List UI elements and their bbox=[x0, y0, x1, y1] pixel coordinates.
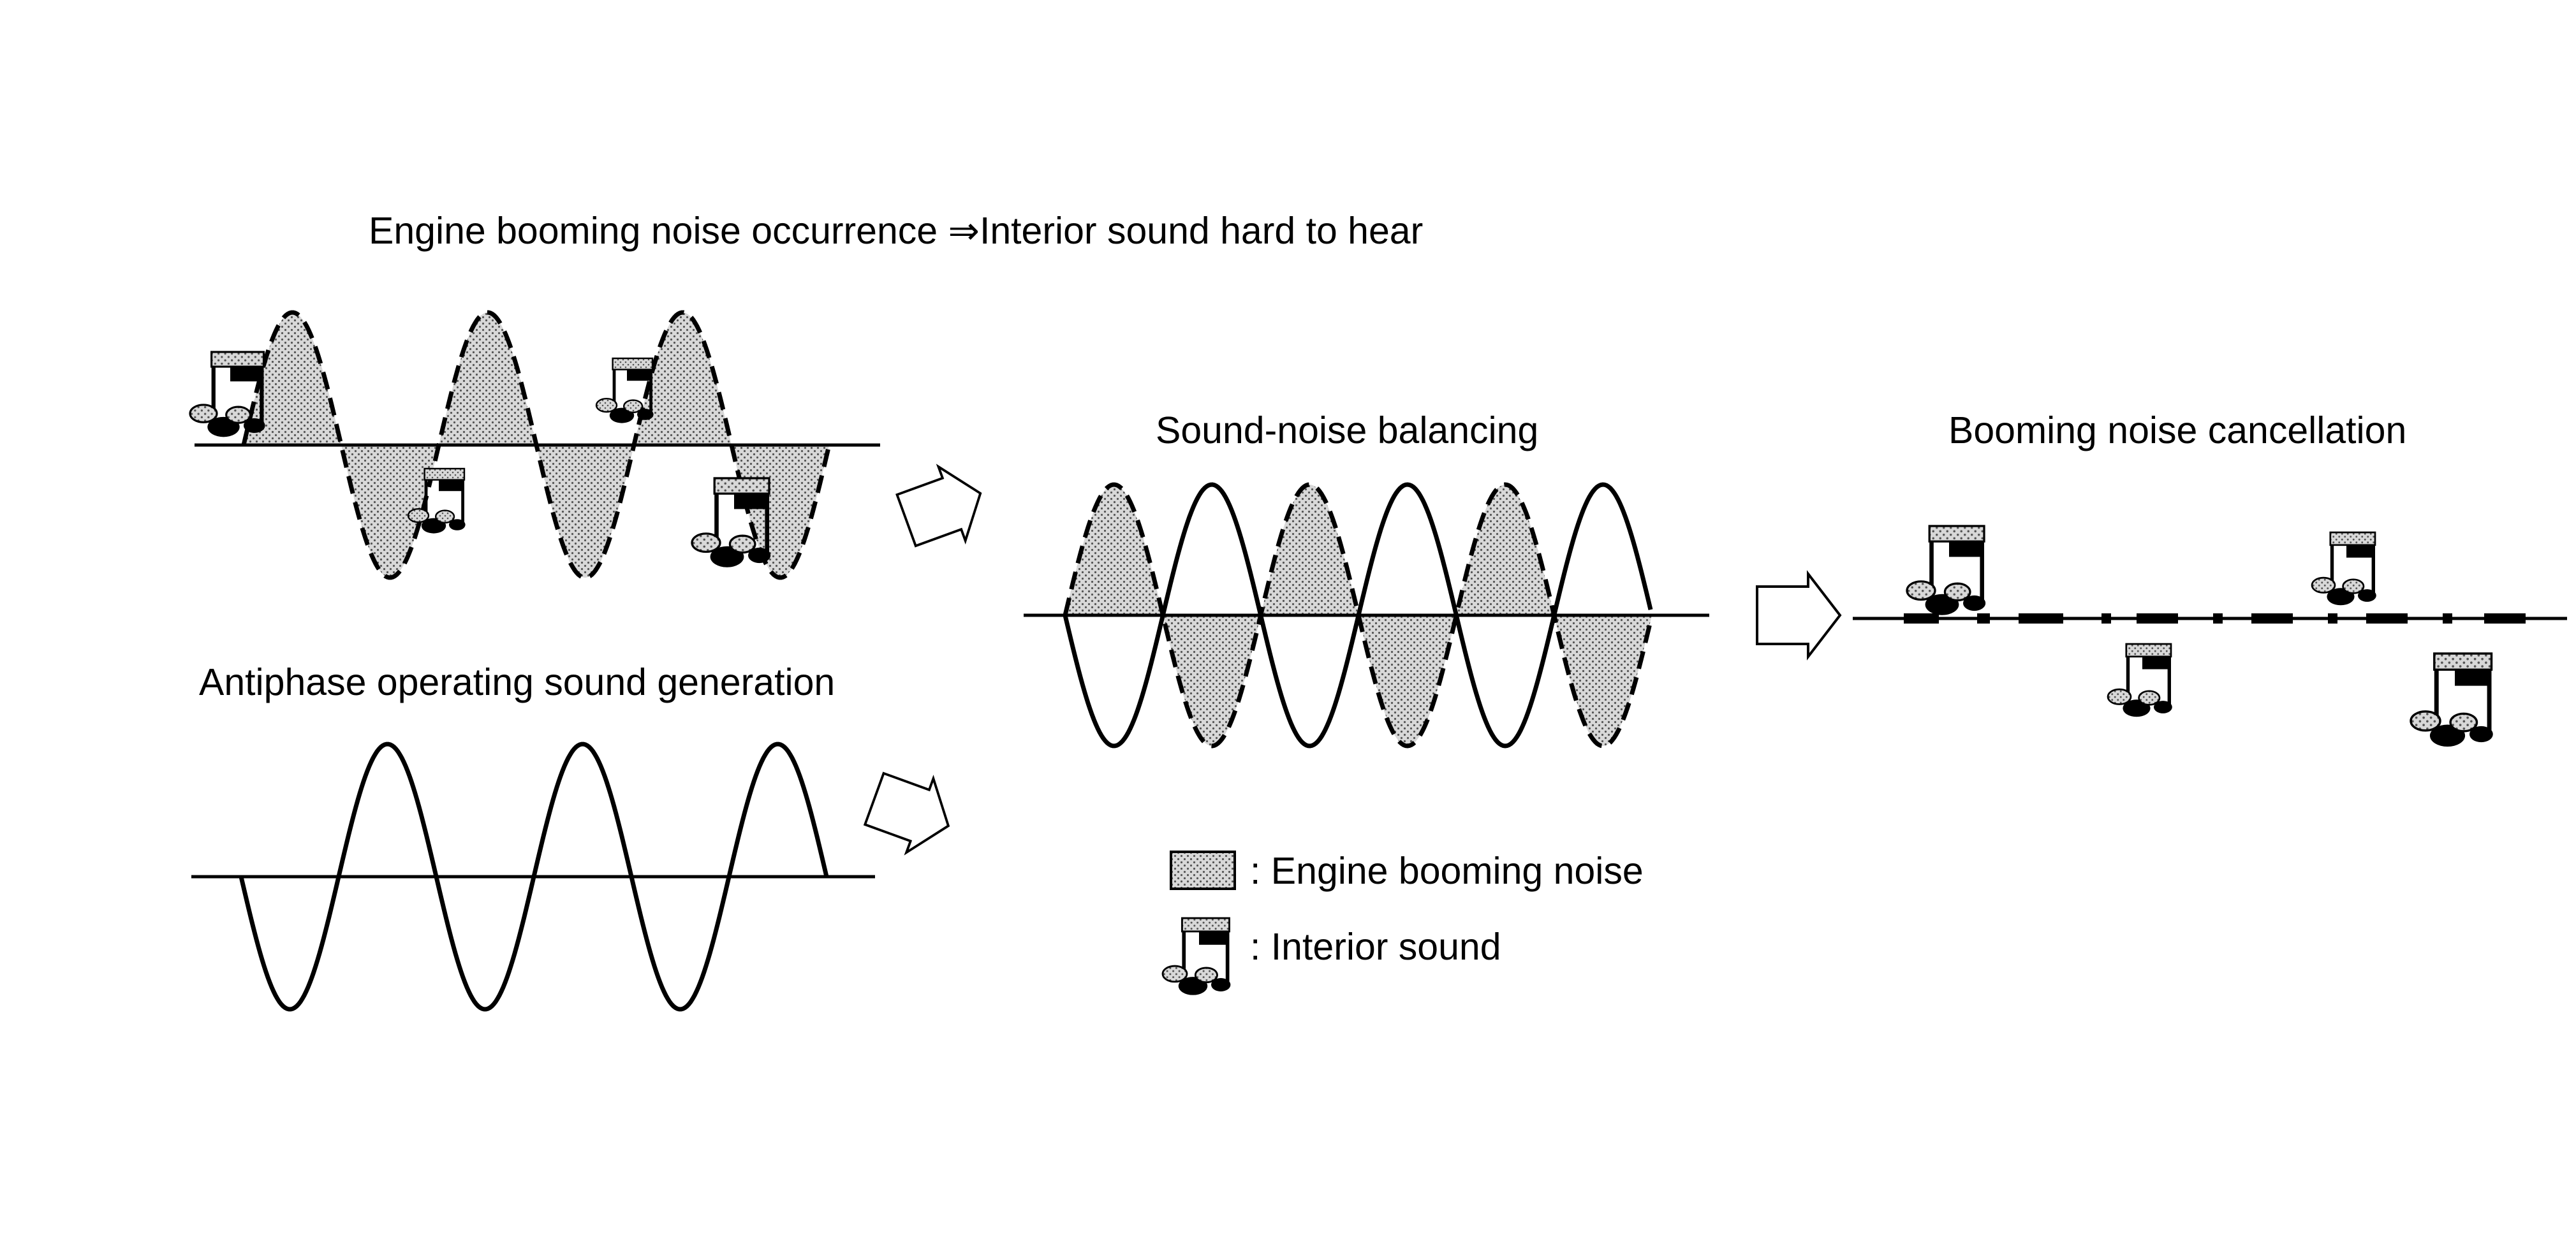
legend-sound-label: : Interior sound bbox=[1250, 926, 1501, 968]
residual-noise-dash bbox=[1904, 613, 1939, 624]
balancing-panel bbox=[1024, 482, 1709, 749]
antiphase-panel bbox=[191, 742, 875, 1012]
residual-noise-dash bbox=[2251, 613, 2293, 624]
residual-noise-dash bbox=[2213, 613, 2223, 624]
cancellation-label: Booming noise cancellation bbox=[1948, 409, 2406, 451]
residual-noise-dash bbox=[1977, 613, 1990, 624]
residual-noise-dash bbox=[2019, 613, 2063, 624]
residual-noise-dash bbox=[2101, 613, 2111, 624]
dotted-swatch-icon bbox=[1170, 851, 1236, 890]
antiphase-wave bbox=[239, 742, 829, 1012]
residual-noise-dash bbox=[2137, 613, 2178, 624]
music-note-icon bbox=[2311, 531, 2378, 606]
residual-noise-dash bbox=[2443, 613, 2452, 624]
right-arrow-icon bbox=[1756, 573, 1841, 658]
diagram-title: Engine booming noise occurrence ⇒Interio… bbox=[369, 210, 1423, 252]
right-arrow-icon bbox=[859, 761, 963, 865]
booming-noise-panel bbox=[189, 310, 880, 580]
residual-noise-dashes bbox=[1904, 613, 2526, 624]
music-note-icon bbox=[2107, 643, 2174, 718]
music-note-icon bbox=[189, 351, 267, 438]
music-note-icon bbox=[1161, 917, 1232, 997]
music-note-icon bbox=[1906, 525, 1987, 617]
residual-noise-dash bbox=[2484, 613, 2526, 624]
right-arrow-icon bbox=[892, 455, 996, 559]
legend-noise-label: : Engine booming noise bbox=[1250, 850, 1644, 892]
cancellation-panel bbox=[1853, 525, 2567, 748]
residual-noise-dash bbox=[2328, 613, 2337, 624]
balancing-label: Sound-noise balancing bbox=[1156, 409, 1538, 451]
residual-noise-dash bbox=[2366, 613, 2408, 624]
legend: : Engine booming noise : Interior sound bbox=[1161, 850, 1644, 997]
antiphase-label: Antiphase operating sound generation bbox=[199, 661, 835, 703]
music-note-icon bbox=[2410, 652, 2494, 748]
